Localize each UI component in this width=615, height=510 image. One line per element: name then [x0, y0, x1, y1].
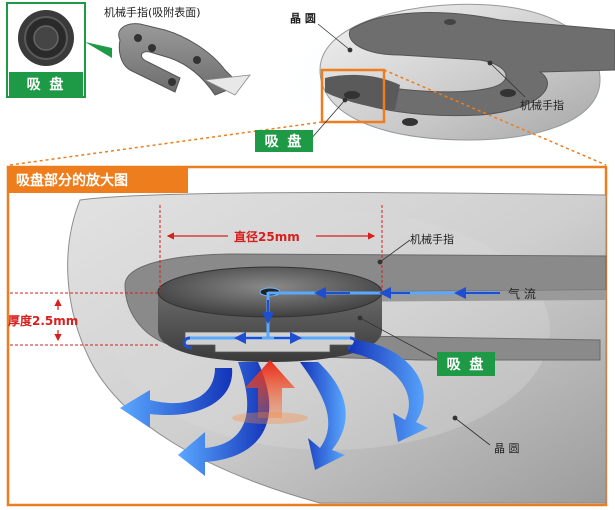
suction-pad-detail-tag: 吸 盘	[437, 352, 495, 376]
zoom-line-right	[383, 69, 607, 166]
top-leader-lines	[309, 23, 526, 141]
outflow-arrow-left-upper	[120, 368, 233, 428]
airflow-label: 气 流	[508, 287, 536, 301]
outflow-arrow-left-lower	[178, 362, 270, 476]
detail-leader-lines	[357, 239, 491, 446]
thickness-dimension	[10, 292, 160, 346]
zoom-highlight-box	[320, 68, 386, 124]
wafer-detail-label: 晶 圆	[494, 442, 520, 455]
diameter-label: 直径25mm	[234, 230, 300, 244]
suction-pad-top-tag: 吸 盘	[255, 130, 313, 152]
wafer-top	[319, 3, 615, 141]
suction-pad-thumbnail-tag: 吸 盘	[9, 72, 83, 96]
zoom-line-left	[9, 121, 323, 166]
outflow-arrow-right-inner	[300, 362, 346, 470]
robot-finger-detail-label: 机械手指	[410, 233, 454, 246]
robot-finger-small	[118, 23, 251, 96]
finger-surface-label: 机械手指(吸附表面)	[104, 6, 201, 19]
outflow-arrow-right-outer	[348, 340, 428, 442]
thickness-label: 厚度2.5mm	[8, 314, 79, 328]
wafer-top-label: 晶 圆	[290, 12, 316, 25]
suction-force-arrow	[232, 360, 308, 424]
thumbnail-connector	[85, 42, 112, 58]
diameter-dimension	[159, 205, 383, 292]
detail-title: 吸盘部分的放大图	[8, 167, 188, 193]
robot-finger-top-label: 机械手指	[520, 99, 564, 112]
